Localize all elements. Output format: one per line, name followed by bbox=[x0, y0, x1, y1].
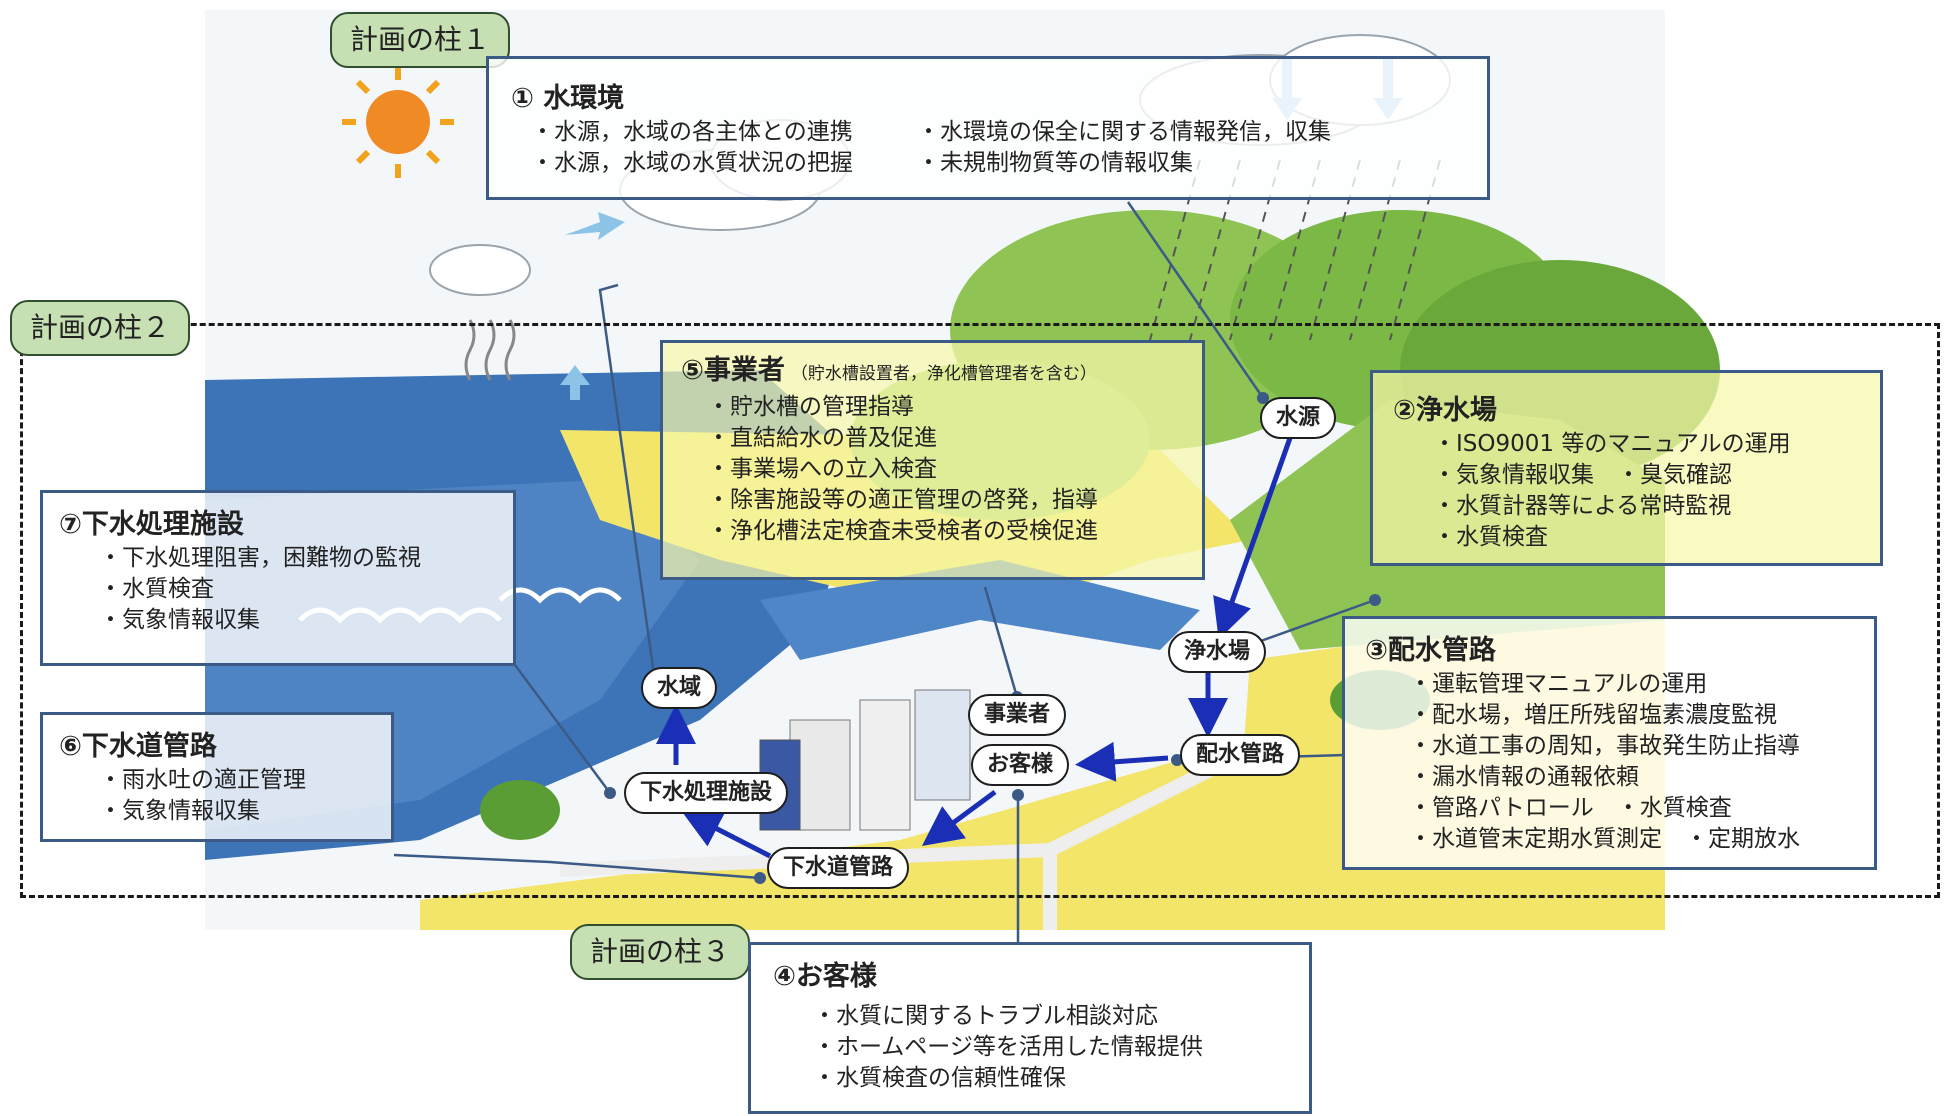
list-item: 貯水槽の管理指導 bbox=[707, 392, 1202, 423]
list-item: 雨水吐の適正管理 bbox=[99, 765, 391, 796]
list-item: 水質検査の信頼性確保 bbox=[813, 1063, 1309, 1094]
pillar-2-label: 計画の柱２ bbox=[10, 300, 191, 356]
customer-list: 水質に関するトラブル相談対応 ホームページ等を活用した情報提供 水質検査の信頼性… bbox=[813, 1001, 1309, 1094]
business-operator-title: ⑤事業者（貯水槽設置者，浄化槽管理者を含む） bbox=[681, 355, 1097, 386]
water-environment-box: ① 水環境 水源，水域の各主体との連携 水源，水域の水質状況の把握 水環境の保全… bbox=[486, 56, 1490, 200]
list-item: 未規制物質等の情報収集 bbox=[917, 148, 1331, 179]
node-sewage-treatment: 下水処理施設 bbox=[623, 772, 789, 814]
list-item: 水道管末定期水質測定 ・定期放水 bbox=[1409, 824, 1874, 855]
list-item: 気象情報収集 ・臭気確認 bbox=[1433, 460, 1880, 491]
list-item: 水質計器等による常時監視 bbox=[1433, 491, 1880, 522]
sun-icon bbox=[342, 66, 454, 178]
purification-plant-title: ②浄水場 bbox=[1393, 395, 1497, 426]
node-business-operator: 事業者 bbox=[967, 694, 1067, 736]
purification-plant-box: ②浄水場 ISO9001 等のマニュアルの運用 気象情報収集 ・臭気確認 水質計… bbox=[1370, 370, 1883, 566]
list-item: 漏水情報の通報依頼 bbox=[1409, 762, 1874, 793]
list-item: ホームページ等を活用した情報提供 bbox=[813, 1032, 1309, 1063]
sewage-treatment-box: ⑦下水処理施設 下水処理阻害，困難物の監視 水質検査 気象情報収集 bbox=[40, 490, 516, 666]
list-item: 気象情報収集 bbox=[99, 796, 391, 827]
pillar-2-frame bbox=[20, 323, 1940, 898]
purification-plant-list: ISO9001 等のマニュアルの運用 気象情報収集 ・臭気確認 水質計器等による… bbox=[1433, 429, 1880, 553]
sewage-treatment-title: ⑦下水処理施設 bbox=[59, 509, 244, 540]
list-item: ISO9001 等のマニュアルの運用 bbox=[1433, 429, 1880, 460]
node-water-area: 水域 bbox=[640, 667, 718, 709]
list-item: 浄化槽法定検査未受検者の受検促進 bbox=[707, 516, 1202, 547]
customer-box: ④お客様 水質に関するトラブル相談対応 ホームページ等を活用した情報提供 水質検… bbox=[748, 942, 1312, 1114]
node-distribution-pipe: 配水管路 bbox=[1179, 734, 1301, 776]
list-item: 水質検査 bbox=[99, 574, 513, 605]
list-item: 気象情報収集 bbox=[99, 605, 513, 636]
business-operator-box: ⑤事業者（貯水槽設置者，浄化槽管理者を含む） 貯水槽の管理指導 直結給水の普及促… bbox=[660, 340, 1205, 580]
node-water-source: 水源 bbox=[1259, 397, 1337, 439]
node-customer: お客様 bbox=[970, 744, 1070, 786]
distribution-pipe-box: ③配水管路 運転管理マニュアルの運用 配水場，増圧所残留塩素濃度監視 水道工事の… bbox=[1342, 616, 1877, 870]
water-environment-left-list: 水源，水域の各主体との連携 水源，水域の水質状況の把握 bbox=[531, 117, 853, 179]
distribution-pipe-title: ③配水管路 bbox=[1365, 635, 1496, 666]
sewage-treatment-list: 下水処理阻害，困難物の監視 水質検査 気象情報収集 bbox=[99, 543, 513, 636]
business-operator-list: 貯水槽の管理指導 直結給水の普及促進 事業場への立入検査 除害施設等の適正管理の… bbox=[707, 392, 1202, 547]
list-item: 配水場，増圧所残留塩素濃度監視 bbox=[1409, 700, 1874, 731]
list-item: 水質に関するトラブル相談対応 bbox=[813, 1001, 1309, 1032]
water-environment-right-list: 水環境の保全に関する情報発信，収集 未規制物質等の情報収集 bbox=[917, 117, 1331, 179]
sewer-pipe-list: 雨水吐の適正管理 気象情報収集 bbox=[99, 765, 391, 827]
list-item: 直結給水の普及促進 bbox=[707, 423, 1202, 454]
sewer-pipe-title: ⑥下水道管路 bbox=[59, 731, 217, 762]
customer-title: ④お客様 bbox=[773, 961, 877, 992]
list-item: 事業場への立入検査 bbox=[707, 454, 1202, 485]
node-purification-plant: 浄水場 bbox=[1167, 631, 1267, 673]
distribution-pipe-list: 運転管理マニュアルの運用 配水場，増圧所残留塩素濃度監視 水道工事の周知，事故発… bbox=[1409, 669, 1874, 855]
pillar-3-label: 計画の柱３ bbox=[570, 924, 751, 980]
node-sewer-pipe: 下水道管路 bbox=[766, 847, 910, 889]
list-item: 下水処理阻害，困難物の監視 bbox=[99, 543, 513, 574]
list-item: 運転管理マニュアルの運用 bbox=[1409, 669, 1874, 700]
sewer-pipe-box: ⑥下水道管路 雨水吐の適正管理 気象情報収集 bbox=[40, 712, 394, 842]
list-item: 水源，水域の水質状況の把握 bbox=[531, 148, 853, 179]
list-item: 除害施設等の適正管理の啓発，指導 bbox=[707, 485, 1202, 516]
list-item: 水道工事の周知，事故発生防止指導 bbox=[1409, 731, 1874, 762]
list-item: 水環境の保全に関する情報発信，収集 bbox=[917, 117, 1331, 148]
list-item: 管路パトロール ・水質検査 bbox=[1409, 793, 1874, 824]
water-environment-title: ① 水環境 bbox=[511, 83, 625, 114]
list-item: 水源，水域の各主体との連携 bbox=[531, 117, 853, 148]
list-item: 水質検査 bbox=[1433, 522, 1880, 553]
pillar-1-label: 計画の柱１ bbox=[330, 12, 511, 68]
